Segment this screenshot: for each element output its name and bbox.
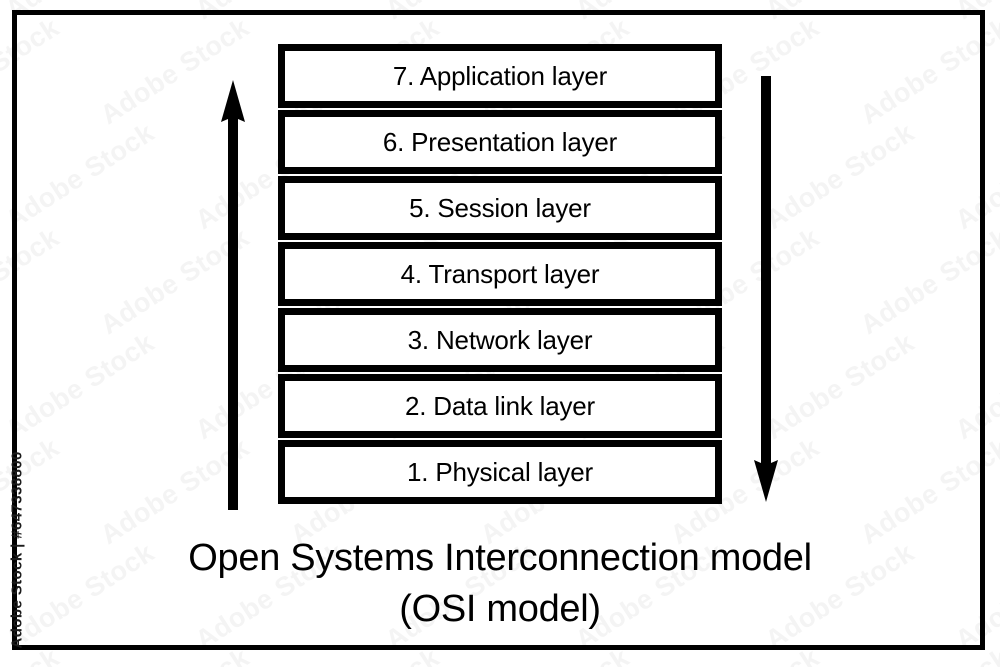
layer-label-7: 7. Application layer bbox=[392, 61, 608, 91]
layer-box-6[interactable]: 6. Presentation layer bbox=[278, 110, 722, 174]
layer-box-2[interactable]: 2. Data link layer bbox=[278, 374, 722, 438]
layer-label-1: 1. Physical layer bbox=[407, 457, 593, 487]
layer-box-7[interactable]: 7. Application layer bbox=[278, 44, 722, 108]
arrow-down-icon bbox=[745, 76, 787, 504]
layer-label-4: 4. Transport layer bbox=[400, 259, 600, 289]
caption-line-2: (OSI model) bbox=[399, 587, 601, 630]
layer-box-4[interactable]: 4. Transport layer bbox=[278, 242, 722, 306]
layer-label-5: 5. Session layer bbox=[409, 193, 591, 223]
arrow-up-icon bbox=[212, 78, 254, 510]
layer-label-2: 2. Data link layer bbox=[404, 391, 596, 421]
layer-box-1[interactable]: 1. Physical layer bbox=[278, 440, 722, 504]
layer-box-5[interactable]: 5. Session layer bbox=[278, 176, 722, 240]
layer-label-6: 6. Presentation layer bbox=[382, 127, 618, 157]
outer-frame-border bbox=[12, 10, 985, 650]
osi-layer-stack: 7. Application layer 6. Presentation lay… bbox=[278, 44, 722, 504]
diagram-caption: Open Systems Interconnection model (OSI … bbox=[60, 533, 940, 634]
layer-label-3: 3. Network layer bbox=[407, 325, 593, 355]
caption-line-1: Open Systems Interconnection model bbox=[188, 537, 812, 579]
stock-id-watermark: Adobe Stock | #647338800 bbox=[8, 451, 26, 649]
layer-box-3[interactable]: 3. Network layer bbox=[278, 308, 722, 372]
